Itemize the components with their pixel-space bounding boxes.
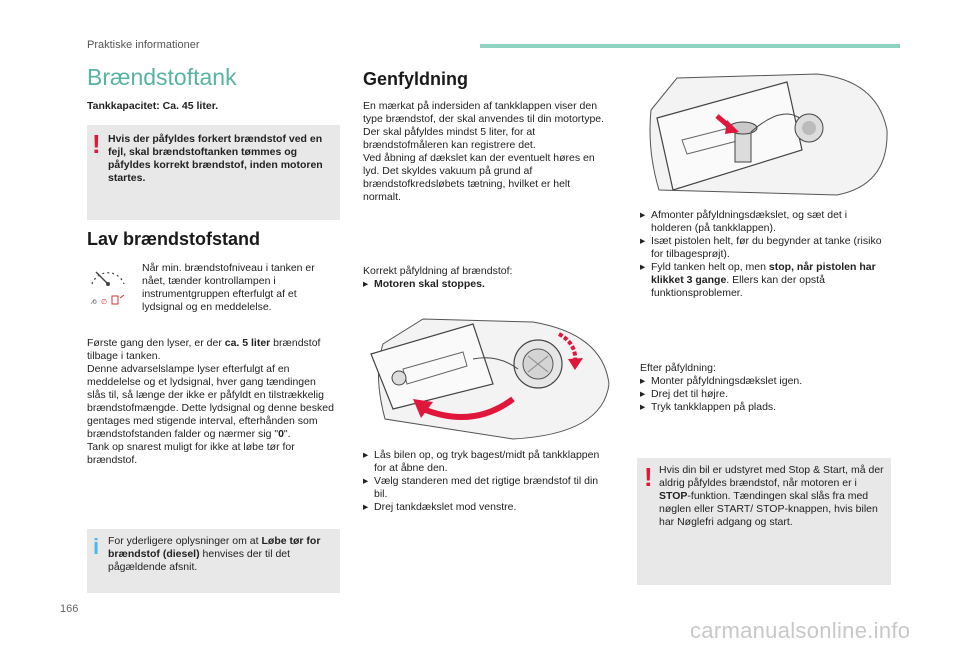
intro-3: Ved åbning af dækslet kan der eventuelt … (363, 152, 595, 203)
info-b: henvises der til det pågældende afsnit. (108, 548, 291, 573)
after-step-1: Monter påfyldningsdækslet igen. (651, 375, 803, 387)
bullet-icon: ▸ (363, 278, 369, 290)
right-step-2: Isæt pistolen helt, før du begynder at t… (651, 235, 882, 260)
low-fuel-intro: Når min. brændstofniveau i tanken er nåe… (142, 262, 315, 313)
para-d: Tank op snarest muligt for ikke at løbe … (87, 441, 295, 466)
refuel-intro: En mærkat på indersiden af tankklappen v… (363, 100, 611, 204)
fill-b: . Ellers kan der opstå funktionsprobleme… (651, 274, 825, 299)
warning-icon: ! (92, 129, 101, 159)
right-steps: ▸Afmonter påfyldningsdækslet, og sæt det… (640, 209, 890, 300)
para-a-bold: ca. 5 liter (224, 337, 271, 349)
refuel-title: Genfyldning (363, 69, 468, 89)
page-number: 166 (60, 603, 79, 615)
correct-bullet: Motoren skal stoppes. (374, 278, 485, 290)
right-step-1: Afmonter påfyldningsdækslet, og sæt det … (651, 209, 848, 234)
warning-box-stopstart: ! Hvis din bil er udstyret med Stop & St… (637, 458, 891, 585)
section-header: Praktiske informationer (87, 39, 200, 51)
intro-2: Der skal påfyldes mindst 5 liter, for at… (363, 126, 536, 151)
info-box: i For yderligere oplysninger om at Løbe … (87, 529, 340, 593)
svg-text:∅: ∅ (101, 298, 107, 306)
info-bold: Løbe tør for brændstof (diesel) (108, 535, 321, 560)
info-icon: i (93, 534, 100, 559)
warning-icon: ! (644, 462, 653, 492)
svg-text:⁄0: ⁄0 (90, 299, 97, 306)
page-title: Brændstoftank (87, 64, 237, 90)
low-fuel-body: Første gang den lyser, er der ca. 5 lite… (87, 337, 337, 467)
para-c-end: ". (283, 428, 291, 440)
info-a: For yderligere oplysninger om at (108, 535, 262, 547)
open-steps: ▸Lås bilen op, og tryk bagest/midt på ta… (363, 449, 611, 514)
fuel-gauge-icon: ⁄0 ∅ (90, 271, 125, 306)
para-a: Første gang den lyser, er der (87, 337, 225, 349)
watermark: carmanualsonline.info (690, 618, 911, 643)
after-step-2: Drej det til højre. (651, 388, 729, 400)
warn-b: -funktion. Tændingen skal slås fra med n… (659, 490, 878, 528)
fill-bold: stop, når pistolen har klikket 3 gange (651, 261, 876, 286)
stopstart-text: Hvis din bil er udstyret med Stop & Star… (659, 464, 885, 529)
after-refuel: Efter påfyldning: ▸Monter påfyldningsdæk… (640, 362, 890, 414)
step-3: Drej tankdækslet mod venstre. (374, 501, 517, 513)
right-step-3: Fyld tanken helt op, men stop, når pisto… (651, 261, 890, 300)
correct-label: Korrekt påfyldning af brændstof: (363, 265, 513, 277)
step-1: Lås bilen op, og tryk bagest/midt på tan… (374, 449, 600, 474)
warn-bold: STOP (659, 490, 688, 502)
after-label: Efter påfyldning: (640, 362, 716, 374)
fill-a: Fyld tanken helt op, men (651, 261, 769, 273)
intro-1: En mærkat på indersiden af tankklappen v… (363, 100, 605, 125)
low-fuel-title: Lav brændstofstand (87, 229, 261, 249)
header-accent-bar (480, 44, 900, 48)
correct-refuel: Korrekt påfyldning af brændstof: ▸ Motore… (363, 265, 611, 291)
para-c-bold: 0 (278, 428, 284, 440)
warning-box-fuel: ! Hvis der påfyldes forkert brændstof ve… (87, 125, 340, 220)
para-b: brændstof tilbage i tanken. (87, 337, 321, 362)
after-step-3: Tryk tankklappen på plads. (651, 401, 777, 413)
para-c: Denne advarselslampe lyser efterfulgt af… (87, 363, 334, 440)
step-2: Vælg standeren med det rigtige brændstof… (374, 475, 599, 500)
tank-capacity: Tankkapacitet: Ca. 45 liter. (87, 100, 219, 112)
warning-text: Hvis der påfyldes forkert brændstof ved … (108, 133, 323, 184)
fuel-flap-illustration (370, 318, 610, 440)
cap-holder-illustration (649, 73, 888, 196)
info-text: For yderligere oplysninger om at Løbe tø… (108, 535, 336, 574)
warn-a: Hvis din bil er udstyret med Stop & Star… (659, 464, 884, 489)
